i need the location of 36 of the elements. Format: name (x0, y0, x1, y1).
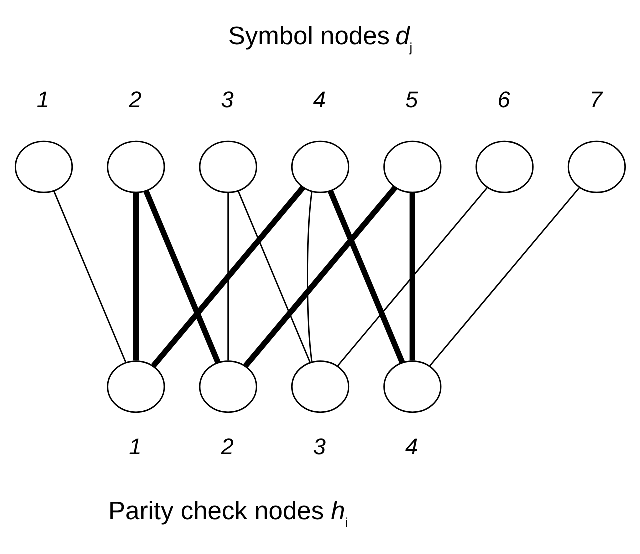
connector (52, 190, 126, 364)
connector (306, 192, 312, 362)
connector (429, 187, 580, 367)
node-circle (106, 360, 165, 414)
node-circle (475, 140, 534, 194)
node-circle (198, 360, 257, 414)
node-label: 6 (497, 86, 510, 112)
node-circle (106, 140, 165, 194)
node-label: 1 (36, 86, 50, 112)
node-label: 4 (312, 86, 326, 112)
node-circle (290, 140, 350, 194)
node-label: 3 (312, 434, 326, 460)
node-circle (383, 140, 442, 194)
node-circle (198, 140, 257, 194)
node-circle (567, 140, 626, 194)
node-label: 7 (589, 86, 602, 112)
node-label: 2 (220, 434, 234, 460)
connector (132, 192, 139, 361)
connector (143, 190, 220, 364)
label: Symbol nodes d$_{j}$ (228, 22, 412, 55)
connector (409, 192, 415, 361)
node-circle (14, 140, 73, 194)
node-label: 3 (220, 86, 234, 112)
node-circle (290, 360, 350, 414)
connector (237, 190, 311, 364)
node-circle (383, 360, 442, 414)
node-label: 1 (128, 434, 142, 460)
node-label: 2 (128, 86, 142, 112)
connector (327, 190, 405, 364)
node-label: 5 (405, 86, 418, 112)
connector (150, 186, 305, 368)
connector (336, 187, 488, 367)
node-label: 4 (405, 434, 418, 460)
label: Parity check nodes h$_{i}$ (108, 497, 348, 530)
connector (227, 192, 229, 361)
connector (243, 186, 397, 368)
